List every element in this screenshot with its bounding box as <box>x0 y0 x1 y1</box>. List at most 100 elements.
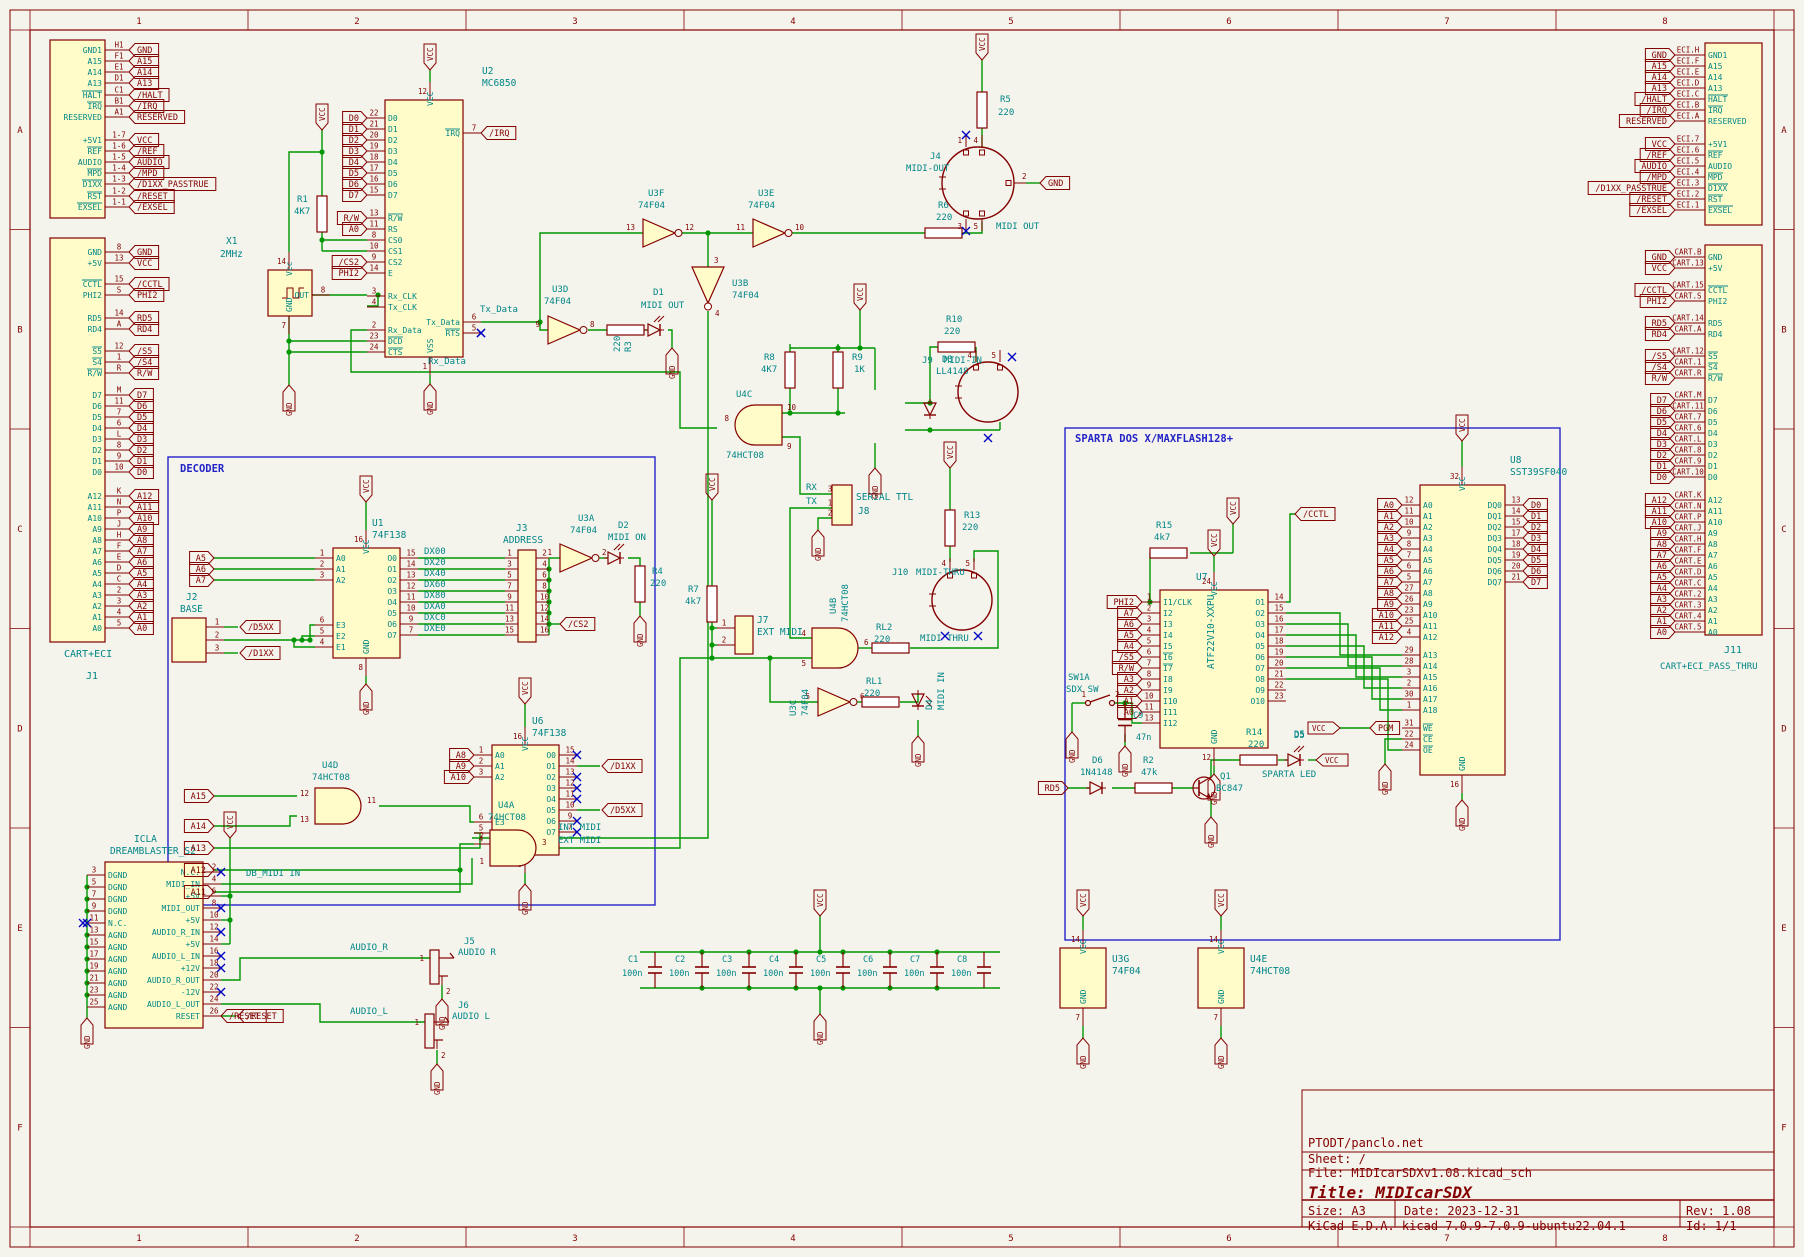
net-label-MIDI-OUT[interactable]: MIDI OUT <box>996 222 1040 232</box>
wire[interactable] <box>1210 759 1240 777</box>
wire[interactable] <box>1286 623 1402 667</box>
power-vcc[interactable]: VCC <box>975 33 989 61</box>
power-gnd[interactable]: GND <box>518 883 532 915</box>
net-label-DX40[interactable]: DX40 <box>424 569 446 579</box>
power-vcc[interactable]: VCC <box>1207 529 1221 557</box>
power-vcc[interactable]: VCC <box>1226 497 1240 525</box>
wire[interactable] <box>905 346 938 404</box>
wire[interactable] <box>221 858 473 885</box>
power-gnd[interactable]: GND <box>1118 745 1132 777</box>
wire[interactable] <box>1286 645 1402 689</box>
wire[interactable] <box>309 624 315 640</box>
power-gnd[interactable]: GND <box>911 735 925 767</box>
power-gnd[interactable]: GND <box>423 383 437 415</box>
net-label-DXE0[interactable]: DXE0 <box>424 624 446 634</box>
hlabel-D1XX[interactable]: /D1XX <box>239 646 281 660</box>
net-label-TX[interactable]: TX <box>806 497 817 507</box>
net-label-DXA0[interactable]: DXA0 <box>424 602 446 612</box>
component-U1[interactable]: U174F1381A02A13A26E35E24E115O014O113O212… <box>315 518 418 676</box>
wire[interactable] <box>367 295 379 307</box>
net-label-DX60[interactable]: DX60 <box>424 580 446 590</box>
power-vcc[interactable]: VCC <box>813 889 827 917</box>
power-gnd[interactable]: GND <box>1065 731 1079 763</box>
wire[interactable] <box>910 550 999 649</box>
power-vcc[interactable]: VCC <box>518 677 532 705</box>
power-gnd[interactable]: GND <box>430 1063 444 1095</box>
wire[interactable] <box>1286 612 1402 656</box>
net-label-AUDIO-L[interactable]: AUDIO_L <box>350 1007 388 1017</box>
net-label-Rx-Data[interactable]: Rx_Data <box>428 357 466 367</box>
hlabel-PGM[interactable]: PGM <box>1369 721 1401 735</box>
power-gnd[interactable]: GND <box>665 347 679 379</box>
hlabel-A14[interactable]: A14 <box>183 819 215 833</box>
net-label-DX00[interactable]: DX00 <box>424 547 446 557</box>
wire[interactable] <box>288 151 322 252</box>
wire[interactable] <box>379 805 474 823</box>
power-gnd[interactable]: GND <box>359 683 373 715</box>
wire[interactable] <box>214 870 461 893</box>
component-ICLA[interactable]: ICLADREAMBLASTER_S23DGND5DGND7DGND9DGND1… <box>82 834 267 1029</box>
hlabel-RD5[interactable]: RD5 <box>1037 781 1069 795</box>
wire[interactable] <box>481 232 643 323</box>
wire[interactable] <box>1384 738 1402 764</box>
net-label-INT-MIDI[interactable]: INT MIDI <box>558 823 601 833</box>
hlabel-A11[interactable]: A11 <box>183 885 215 899</box>
power-gnd[interactable]: GND <box>868 467 882 499</box>
power-gnd[interactable]: GND <box>282 384 296 416</box>
net-label-AUDIO-R[interactable]: AUDIO_R <box>350 943 389 953</box>
wire[interactable] <box>221 957 430 981</box>
power-gnd[interactable]: GND <box>1207 773 1221 805</box>
wire[interactable] <box>1286 513 1295 603</box>
hlabel-D5XX[interactable]: /D5XX <box>239 620 281 634</box>
power-vcc[interactable]: VCC <box>1076 889 1090 917</box>
wire[interactable] <box>214 815 297 827</box>
power-vcc[interactable]: VCC <box>359 475 373 503</box>
hlabel-D1XX[interactable]: /D1XX <box>601 759 643 773</box>
hlabel-A15[interactable]: A15 <box>183 789 215 803</box>
power-vcc[interactable]: VCC <box>315 103 329 131</box>
wire[interactable] <box>1286 656 1402 700</box>
wire[interactable] <box>536 657 712 849</box>
wire[interactable] <box>221 1003 425 1023</box>
net-label-DX20[interactable]: DX20 <box>424 558 446 568</box>
component-D5[interactable]: D5 <box>1284 730 1305 767</box>
net-label-EXT-MIDI[interactable]: EXT MIDI <box>558 836 601 846</box>
wire[interactable] <box>214 832 481 849</box>
power-gnd[interactable]: GND <box>435 998 449 1030</box>
wire[interactable] <box>789 507 832 639</box>
hlabel-CCTL[interactable]: /CCTL <box>1294 507 1336 521</box>
